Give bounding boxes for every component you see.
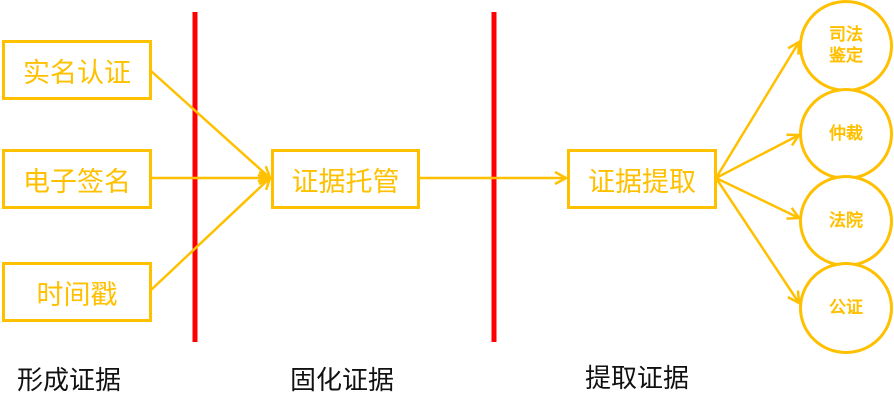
node-timestamp: 时间戳 <box>2 262 152 322</box>
node-realname-auth: 实名认证 <box>2 40 152 100</box>
node-evidence-extraction: 证据提取 <box>567 149 717 209</box>
arrow-realname-to-custody <box>150 70 270 178</box>
arrow-to-judicial <box>714 42 799 179</box>
node-evidence-custody: 证据托管 <box>271 149 420 209</box>
arrow-to-arbitration <box>715 135 799 180</box>
node-notary-label: 公证 <box>829 297 863 318</box>
stage-label-extract: 提取证据 <box>585 364 690 394</box>
arrow-to-notary <box>714 177 799 303</box>
node-e-signature: 电子签名 <box>2 149 152 209</box>
node-court: 法院 <box>799 175 893 267</box>
node-court-label: 法院 <box>829 210 863 231</box>
stage-label-fix: 固化证据 <box>290 366 395 396</box>
node-judicial-appraisal-label: 司法鉴定 <box>829 25 863 66</box>
node-notary: 公证 <box>799 262 893 354</box>
stage-label-form: 形成证据 <box>17 366 122 396</box>
node-judicial-appraisal: 司法鉴定 <box>799 0 893 92</box>
arrow-to-court <box>715 176 799 218</box>
node-arbitration: 仲裁 <box>799 88 893 180</box>
node-arbitration-label: 仲裁 <box>829 123 863 144</box>
arrow-timestamp-to-custody <box>150 178 270 291</box>
